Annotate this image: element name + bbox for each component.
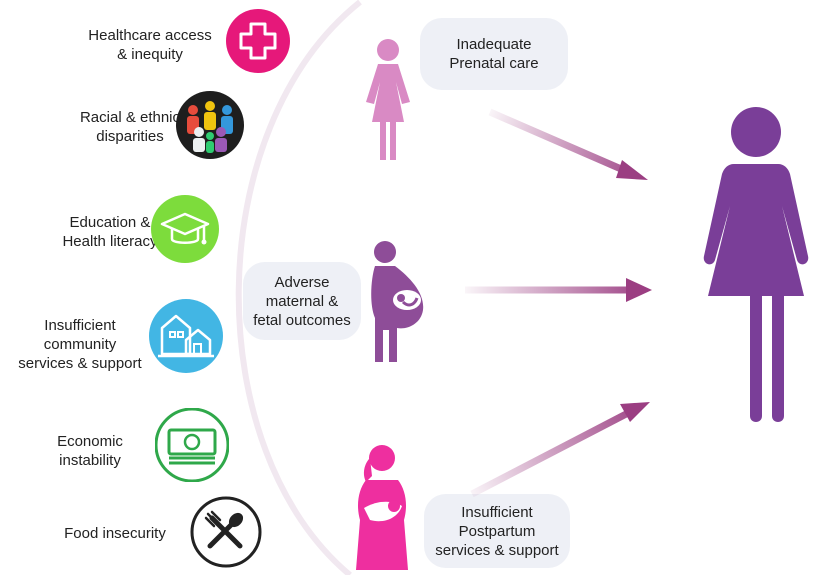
factor-label-food: Food insecurity — [64, 525, 166, 542]
arrow-prenatal-to-outcome — [488, 108, 648, 180]
community-houses-icon — [149, 299, 223, 373]
medical-cross-icon — [226, 9, 290, 73]
graduation-cap-icon — [151, 195, 219, 263]
woman-figure-icon — [366, 39, 410, 160]
diverse-people-icon — [176, 91, 244, 159]
factor-label-education: Education &Health literacy — [62, 214, 158, 250]
pregnant-woman-icon — [371, 241, 424, 362]
arrow-postpartum-to-outcome — [470, 402, 650, 498]
woman-outcome-icon — [703, 107, 809, 422]
money-stack-icon — [155, 408, 229, 482]
factor-label-healthcare: Healthcare access& inequity — [88, 27, 212, 63]
fork-spoon-icon — [190, 496, 262, 568]
arrow-adverse-to-outcome — [465, 278, 652, 302]
breastfeeding-mother-icon — [356, 445, 408, 570]
